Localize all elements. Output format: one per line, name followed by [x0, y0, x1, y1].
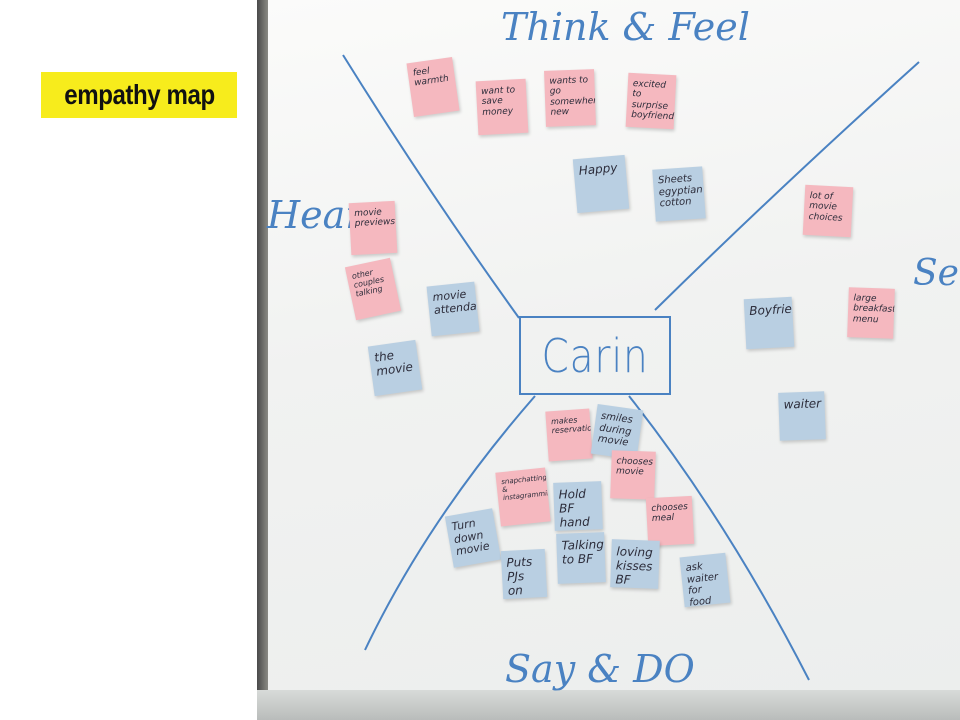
quadrant-lines	[342, 54, 920, 681]
quadrant-label-think-feel: Think & Feel	[501, 5, 750, 49]
sticky-note: movie attendant	[426, 281, 480, 337]
sticky-note: Happy	[572, 154, 630, 214]
sticky-note: wants to go somewhere new	[544, 69, 596, 127]
sticky-note: Sheets egyptian cotton	[652, 166, 706, 222]
sticky-note: Hold BF hand	[553, 481, 603, 531]
sticky-note: snapchatting & instagramming	[495, 467, 551, 527]
whiteboard-photo: Think & Feel Hear See Say & DO Carin fee…	[257, 0, 960, 720]
sticky-note: Talking to BF	[556, 532, 606, 584]
sticky-note: want to save money	[475, 78, 529, 136]
slide-title-highlight: empathy map	[41, 72, 237, 118]
quadrant-label-hear: Hear	[267, 193, 364, 237]
sticky-note: Boyfriend	[743, 296, 795, 350]
sticky-note: Turn down movie	[444, 508, 502, 568]
slide-title: empathy map	[63, 79, 215, 110]
sticky-note: excited to surprise boyfriend	[625, 72, 677, 130]
sticky-note: Puts PJs on	[500, 548, 548, 600]
sticky-note: feel warmth	[406, 57, 460, 117]
sticky-note: waiter	[778, 391, 826, 441]
sticky-note: chooses meal	[645, 495, 695, 547]
sticky-note: lot of movie choices	[802, 184, 854, 238]
sticky-note: movie previews	[348, 200, 398, 256]
sticky-note: chooses movie	[610, 450, 656, 500]
quadrant-label-say-do: Say & DO	[505, 647, 695, 691]
sticky-note: large breakfast menu	[847, 287, 895, 339]
persona-name: Carin	[541, 328, 649, 383]
sticky-note: loving kisses BF	[610, 539, 660, 589]
sticky-note: the movie	[367, 339, 423, 397]
wall-edge	[257, 0, 268, 720]
persona-box: Carin	[519, 316, 671, 395]
marker-tray	[257, 690, 960, 720]
sticky-note: ask waiter for food	[679, 552, 731, 608]
quadrant-label-see: See	[913, 253, 960, 294]
sticky-note: makes reservations	[545, 408, 593, 462]
